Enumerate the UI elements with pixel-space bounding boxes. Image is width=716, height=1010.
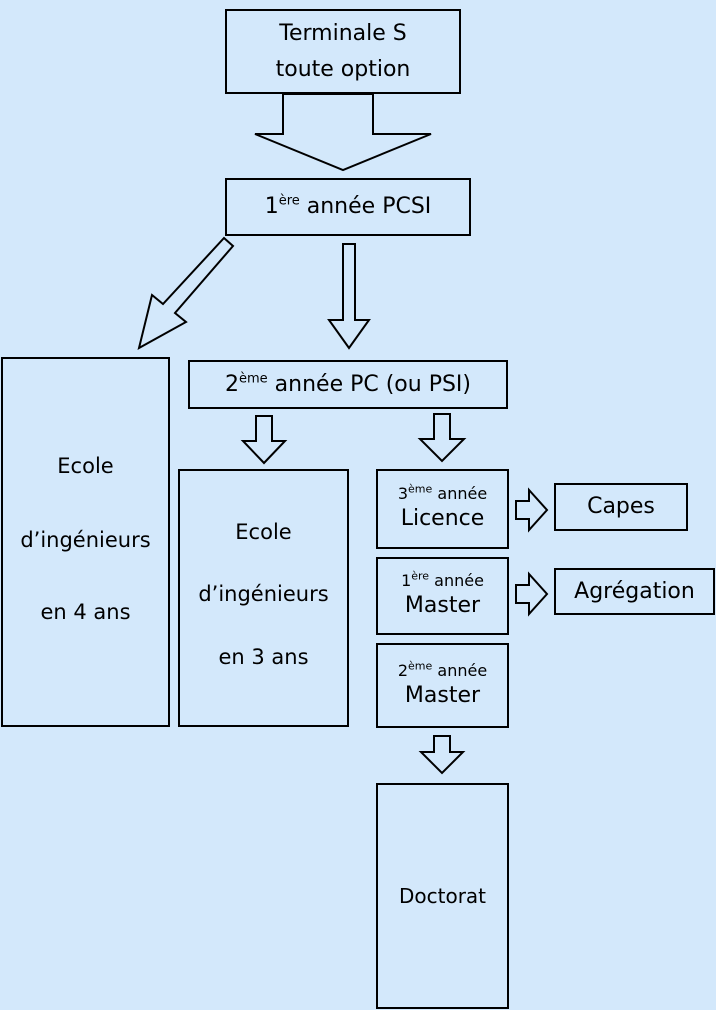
node-premiere-annee-pcsi: 1ère année PCSI [225, 178, 471, 236]
licence-suffix: ème [408, 482, 433, 496]
agregation-label: Agrégation [574, 578, 695, 604]
terminale-line1: Terminale S [279, 20, 407, 46]
arrow-pcsi-to-ecole4 [137, 236, 235, 350]
master2-rest: année [432, 660, 488, 680]
licence-label: Licence [400, 506, 485, 531]
node-capes: Capes [554, 483, 688, 531]
node-deuxieme-annee-pc: 2ème année PC (ou PSI) [188, 360, 508, 409]
node-licence: 3ème année Licence [376, 469, 509, 549]
ecole3-line2: d’ingénieurs [198, 582, 329, 606]
pc-rest: année PC (ou PSI) [267, 371, 471, 397]
pcsi-ordinal: 1 [264, 194, 279, 219]
arrow-licence-to-capes [515, 487, 549, 533]
ecole3-line1: Ecole [235, 520, 292, 544]
pcsi-suffix: ère [278, 193, 300, 209]
node-ecole-3-ans: Ecole d’ingénieurs en 3 ans [178, 469, 349, 727]
pc-suffix: ème [239, 371, 268, 387]
licence-rest: année [432, 484, 488, 503]
master1-label: Master [404, 593, 481, 618]
master2-ordinal: 2 [397, 660, 409, 680]
licence-ordinal: 3 [397, 484, 409, 503]
node-agregation: Agrégation [554, 568, 715, 615]
arrow-master1-to-agregation [515, 571, 549, 617]
master2-suffix: ème [408, 659, 433, 673]
pcsi-rest: année PCSI [299, 194, 432, 219]
ecole4-line3: en 4 ans [40, 600, 131, 624]
master2-label: Master [404, 682, 481, 708]
node-terminale-s: Terminale S toute option [225, 9, 461, 94]
node-ecole-4-ans: Ecole d’ingénieurs en 4 ans [1, 357, 170, 727]
node-master-1: 1ère année Master [376, 557, 509, 635]
arrow-master2-to-doctorat [418, 735, 466, 775]
master1-rest: année [429, 571, 484, 590]
ecole4-line1: Ecole [57, 454, 114, 478]
node-doctorat: Doctorat [376, 783, 509, 1009]
ecole4-line2: d’ingénieurs [20, 528, 151, 552]
pc-ordinal: 2 [225, 371, 239, 397]
terminale-line2: toute option [275, 56, 411, 82]
ecole3-line3: en 3 ans [218, 645, 309, 669]
arrow-pc-to-ecole3 [240, 415, 288, 465]
capes-label: Capes [587, 494, 655, 519]
doctorat-label: Doctorat [398, 884, 487, 908]
arrow-pcsi-to-pc [327, 243, 371, 350]
arrow-terminale-to-pcsi-shape [254, 93, 432, 172]
master1-ordinal: 1 [401, 571, 412, 590]
master1-suffix: ère [411, 569, 430, 583]
node-master-2: 2ème année Master [376, 643, 509, 728]
arrow-pc-to-licence [417, 413, 467, 463]
